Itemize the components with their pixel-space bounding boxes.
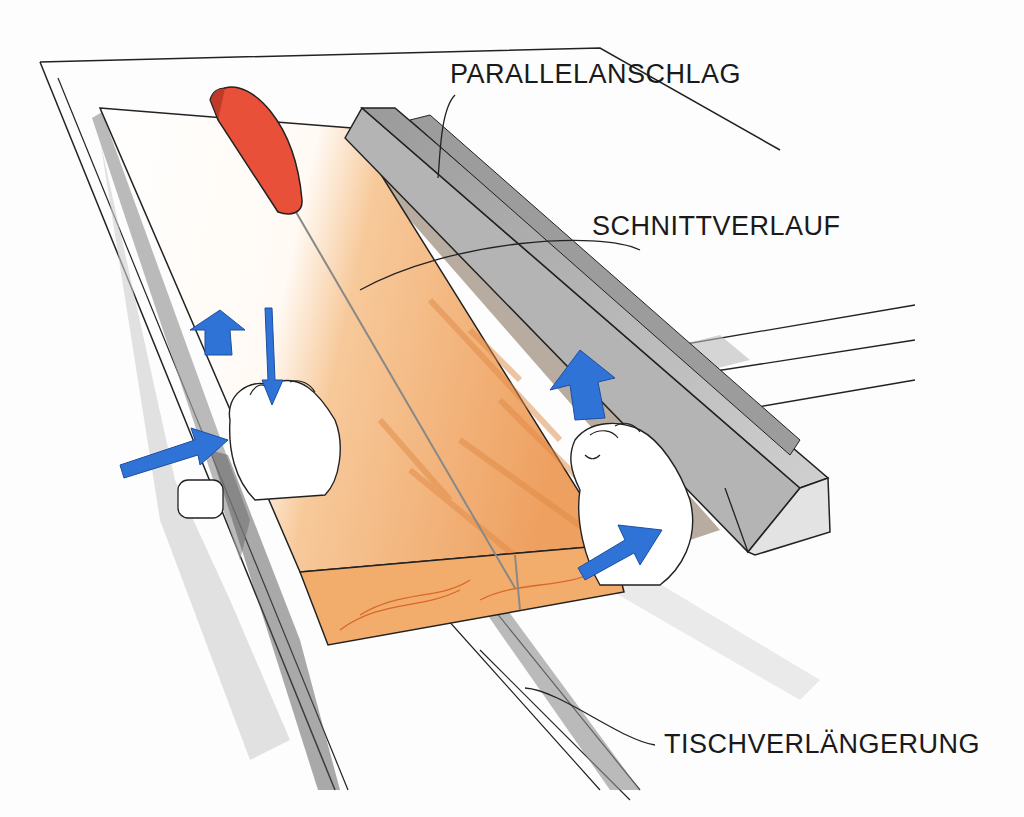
part-label: TISCHVERLÄNGERUNG bbox=[662, 730, 982, 760]
part-label: PARALLELANSCHLAG bbox=[448, 60, 743, 90]
part-label: SCHNITTVERLAUF bbox=[590, 212, 843, 242]
